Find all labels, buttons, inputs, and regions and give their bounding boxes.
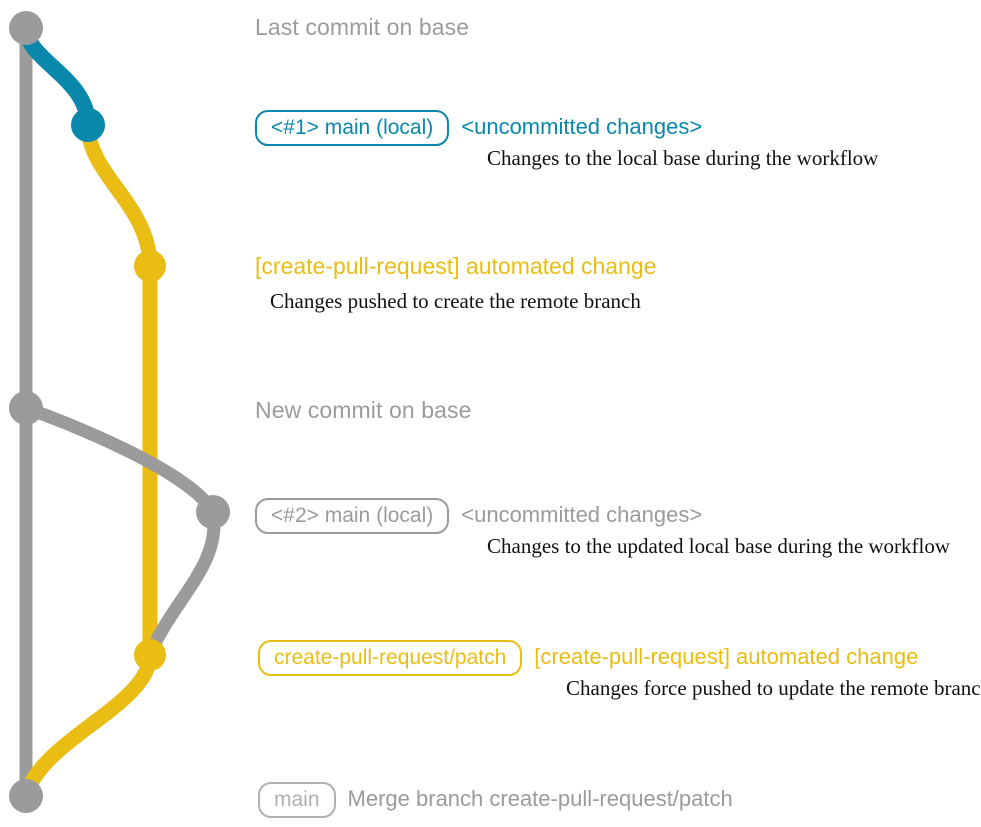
local-branch-line-2	[19, 401, 220, 519]
commit-subject-merge: Merge branch create-pull-request/patch	[347, 786, 733, 811]
node-base-commit-2[interactable]	[9, 391, 43, 425]
new-commit-on-base-label: New commit on base	[255, 397, 472, 423]
note-remote-commit-1: Changes pushed to create the remote bran…	[270, 289, 641, 313]
last-commit-on-base-label: Last commit on base	[255, 14, 470, 40]
local-branch-line-1	[18, 20, 96, 133]
node-local-commit-2[interactable]	[196, 495, 230, 529]
row-local-commit-2: <#2> main (local) <uncommitted changes>	[255, 498, 702, 534]
merge-line	[18, 647, 158, 804]
row-remote-commit-1: [create-pull-request] automated change	[255, 253, 656, 280]
local-to-remote-line	[143, 505, 221, 662]
ref-badge-create-pull-request-patch[interactable]: create-pull-request/patch	[258, 640, 523, 676]
note-local-commit-1: Changes to the local base during the wor…	[487, 146, 879, 170]
remote-branch-line-1	[80, 117, 158, 663]
node-remote-commit-2[interactable]	[134, 639, 166, 671]
row-new-commit-on-base: New commit on base	[255, 397, 472, 424]
node-base-commit-1[interactable]	[9, 11, 43, 45]
ref-badge-main-local-1[interactable]: <#1> main (local)	[255, 110, 450, 146]
commit-subject-remote-1: [create-pull-request] automated change	[255, 253, 657, 279]
row-merge-commit: main Merge branch create-pull-request/pa…	[258, 782, 733, 818]
row-remote-commit-2: create-pull-request/patch [create-pull-r…	[258, 640, 918, 676]
commit-subject-local-2: <uncommitted changes>	[461, 502, 703, 527]
ref-badge-main[interactable]: main	[258, 782, 336, 818]
commit-subject-local-1: <uncommitted changes>	[461, 114, 703, 139]
commit-subject-remote-2: [create-pull-request] automated change	[534, 644, 919, 669]
git-graph	[9, 11, 230, 813]
ref-badge-main-local-2[interactable]: <#2> main (local)	[255, 498, 450, 534]
note-local-commit-2: Changes to the updated local base during…	[487, 534, 951, 558]
row-last-commit-on-base: Last commit on base	[255, 14, 469, 41]
node-local-commit-1[interactable]	[71, 108, 105, 142]
node-remote-commit-1[interactable]	[134, 250, 166, 282]
node-merge-commit[interactable]	[9, 779, 43, 813]
note-remote-commit-2: Changes force pushed to update the remot…	[566, 676, 981, 700]
row-local-commit-1: <#1> main (local) <uncommitted changes>	[255, 110, 702, 146]
